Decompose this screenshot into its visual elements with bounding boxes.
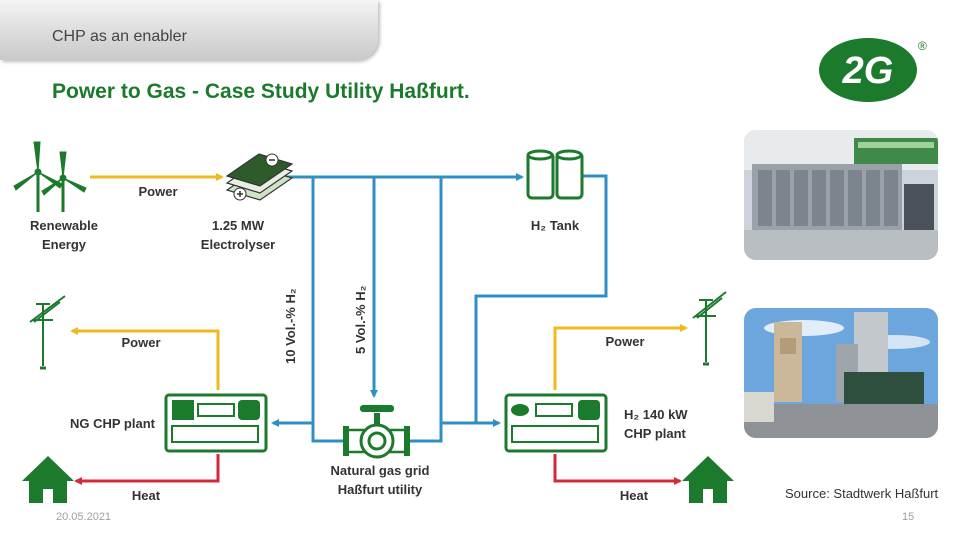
source-credit: Source: Stadtwerk Haßfurt bbox=[785, 486, 939, 501]
heat-label-right: Heat bbox=[619, 488, 649, 503]
power-pylon-icon-right bbox=[692, 291, 727, 366]
page-number: 15 bbox=[902, 511, 915, 523]
logo-text: 2G bbox=[842, 50, 894, 92]
house-icon-left bbox=[22, 456, 74, 503]
h2-chp-power-line bbox=[553, 324, 688, 390]
section-label: CHP as an enabler bbox=[52, 28, 187, 45]
page-title: Power to Gas - Case Study Utility Haßfur… bbox=[52, 80, 470, 103]
ng-chp-heat-line bbox=[74, 454, 220, 485]
power-label-right: Power bbox=[605, 334, 645, 349]
vol10-label: 10 Vol.-% H₂ bbox=[283, 288, 298, 364]
h2-chp-heat-line bbox=[553, 454, 682, 485]
footer-date: 20.05.2021 bbox=[56, 511, 112, 523]
electrolyser-icon bbox=[225, 153, 294, 201]
ng-chp-plant-label: NG CHP plant bbox=[70, 416, 155, 431]
gas-grid-label: Natural gas grid Haßfurt utility bbox=[330, 463, 430, 497]
power-lines bbox=[70, 173, 688, 390]
2g-logo: 2G ® bbox=[819, 38, 927, 102]
gas-grid-valve-icon bbox=[343, 405, 410, 459]
section-header-tab bbox=[0, 0, 378, 60]
tank-to-h2-chp-line bbox=[474, 174, 608, 423]
ng-chp-plant-icon bbox=[164, 393, 268, 453]
power-label-top: Power bbox=[138, 184, 178, 199]
h2-chp-plant-icon bbox=[504, 393, 608, 453]
electrolyser-photo-image bbox=[744, 130, 938, 260]
heat-lines bbox=[74, 454, 682, 485]
house-icon-right bbox=[682, 456, 734, 503]
wind-turbine-icon bbox=[13, 141, 87, 212]
renewable-energy-label: Renewable Energy bbox=[30, 218, 98, 252]
vol5-label: 5 Vol.-% H₂ bbox=[353, 285, 368, 354]
electrolyser-container-photo bbox=[744, 130, 938, 260]
ng-chp-power-line bbox=[70, 327, 220, 390]
power-label-left: Power bbox=[121, 335, 161, 350]
chp-plant-photo-image bbox=[744, 308, 938, 438]
registered-mark: ® bbox=[918, 39, 927, 53]
chp-plant-photo bbox=[744, 308, 938, 438]
gas-loop-10-vol bbox=[311, 177, 443, 443]
h2-tank-label: H₂ Tank bbox=[530, 218, 580, 233]
power-pylon-icon-left bbox=[29, 295, 66, 370]
h2-chp-plant-label: H₂ 140 kW CHP plant bbox=[624, 407, 688, 441]
heat-label-left: Heat bbox=[131, 488, 161, 503]
h2-tank-icon bbox=[526, 149, 584, 200]
electrolyser-label: 1.25 MW Electrolyser bbox=[200, 218, 276, 252]
